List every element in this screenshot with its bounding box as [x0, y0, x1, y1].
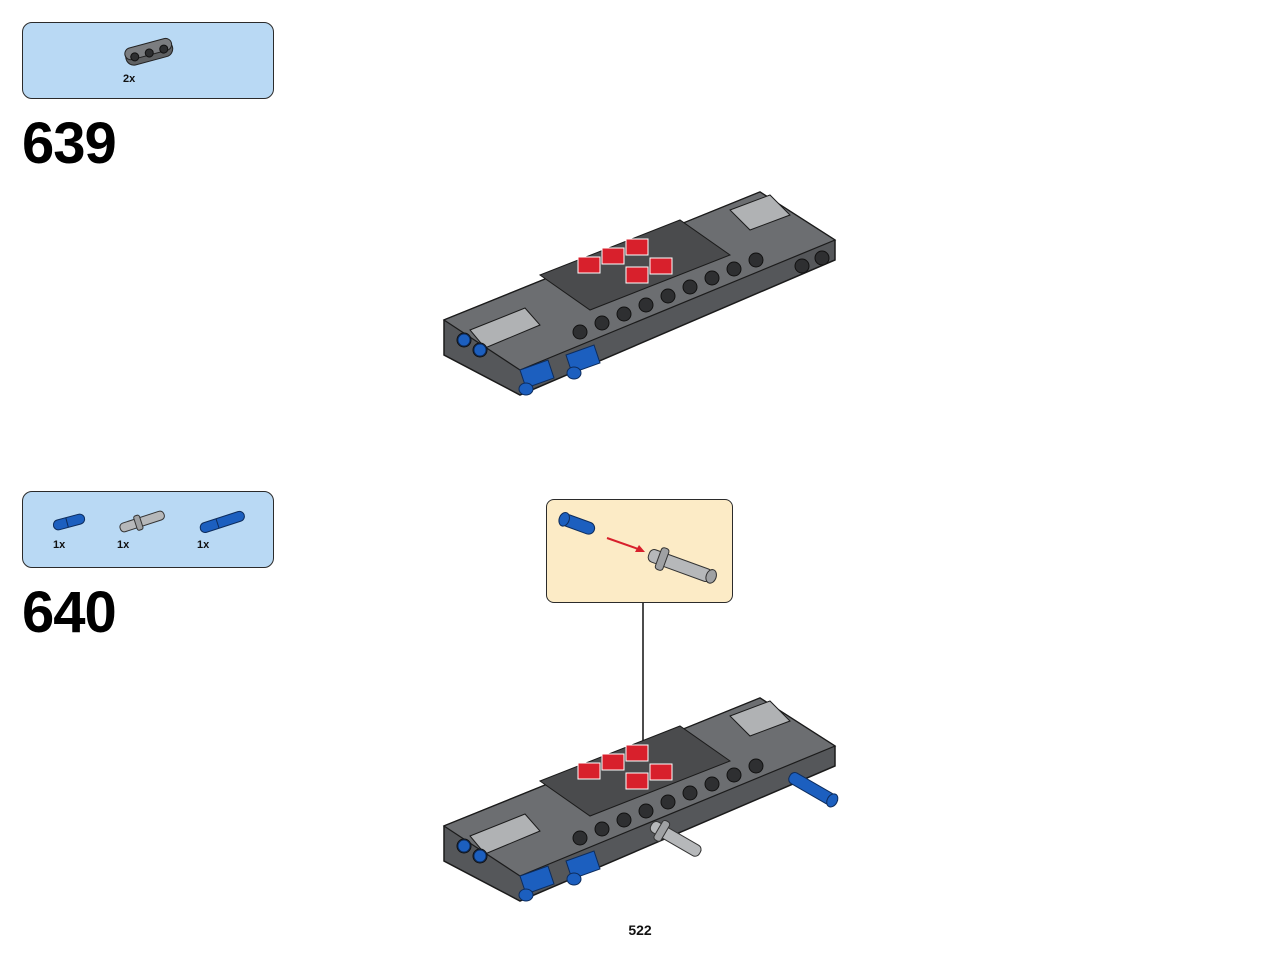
beam-part-icon: [119, 37, 189, 87]
step-number: 639: [22, 111, 117, 176]
gray-axle-pin-icon: [115, 506, 185, 556]
part-quantity: 1x: [53, 539, 66, 551]
part-quantity: 1x: [197, 539, 210, 551]
page-number: 522: [628, 922, 652, 938]
step-639-parts-box: 2x: [22, 22, 274, 99]
blue-pin-icon: [49, 510, 119, 560]
assembly-image-step-639: [430, 180, 850, 425]
part-quantity: 2x: [123, 73, 136, 85]
subassembly-callout: [546, 499, 733, 603]
blue-long-pin-icon: [195, 506, 265, 556]
assembly-image-step-640: [430, 686, 850, 926]
step-640-parts-box: 1x 1x 1x: [22, 491, 274, 568]
part-quantity: 1x: [117, 539, 130, 551]
step-number: 640: [22, 580, 117, 645]
